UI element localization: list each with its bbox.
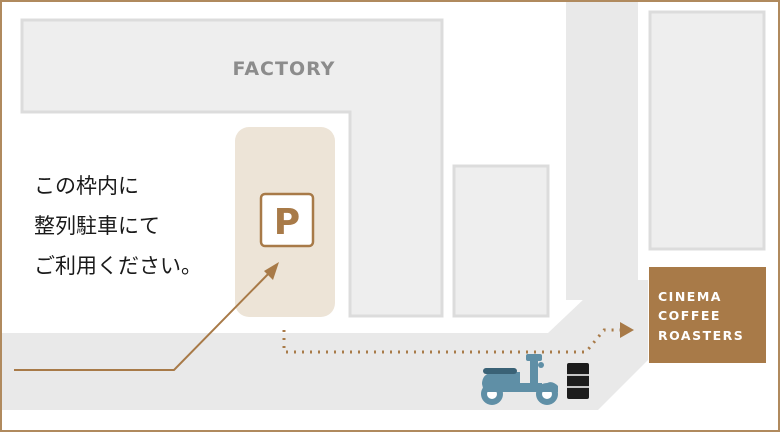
entry-arrow-icon — [14, 262, 279, 371]
buildings — [20, 10, 766, 318]
shop-label-line-2: COFFEE — [658, 308, 721, 323]
parking-instructions: この枠内に 整列駐車にて ご利用ください。 — [34, 166, 234, 286]
scooter-icon — [481, 354, 558, 405]
factory-label: FACTORY — [233, 58, 336, 80]
shop-label-line-3: ROASTERS — [658, 328, 744, 343]
factory-building — [20, 18, 444, 318]
instruction-line-3: ご利用ください。 — [34, 254, 202, 278]
instruction-line-2: 整列駐車にて — [34, 214, 160, 238]
instruction-line-1: この枠内に — [34, 174, 139, 198]
shop-label-line-1: CINEMA — [658, 289, 722, 304]
shop-sign: CINEMA COFFEE ROASTERS — [649, 267, 766, 363]
road-vertical — [566, 0, 638, 300]
parking-symbol: P — [274, 202, 300, 243]
route-arrow-icon — [282, 322, 634, 354]
oil-drum-icon — [567, 363, 589, 399]
shop-building — [648, 10, 766, 251]
parking-sign-icon: P — [259, 192, 315, 248]
small-building — [452, 164, 550, 318]
